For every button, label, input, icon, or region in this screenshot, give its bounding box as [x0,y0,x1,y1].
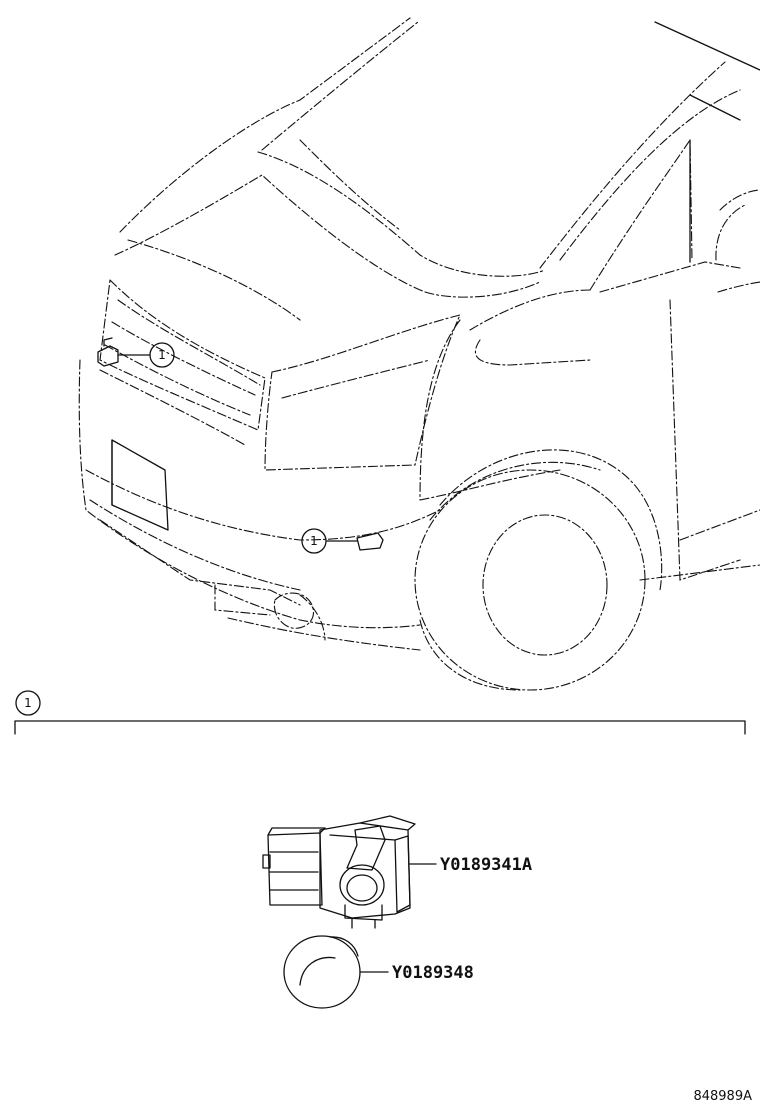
vehicle-front-illustration [78,17,760,691]
group-header: 1 [14,690,746,735]
part-sensor[interactable] [262,815,437,929]
group-callout[interactable] [15,690,41,716]
callout-upper[interactable]: 1 [149,342,175,368]
part-retainer[interactable] [283,935,389,1009]
part-number-retainer[interactable]: Y0189348 [392,963,474,983]
figure-id: 848989A [693,1089,752,1104]
callout-lower-label: 1 [310,534,318,548]
callout-upper-label: 1 [158,348,166,362]
part-number-sensor[interactable]: Y0189341A [440,855,532,875]
group-callout-label: 1 [24,696,32,710]
group-bracket [14,720,746,735]
callout-lower[interactable]: 1 [301,528,327,554]
